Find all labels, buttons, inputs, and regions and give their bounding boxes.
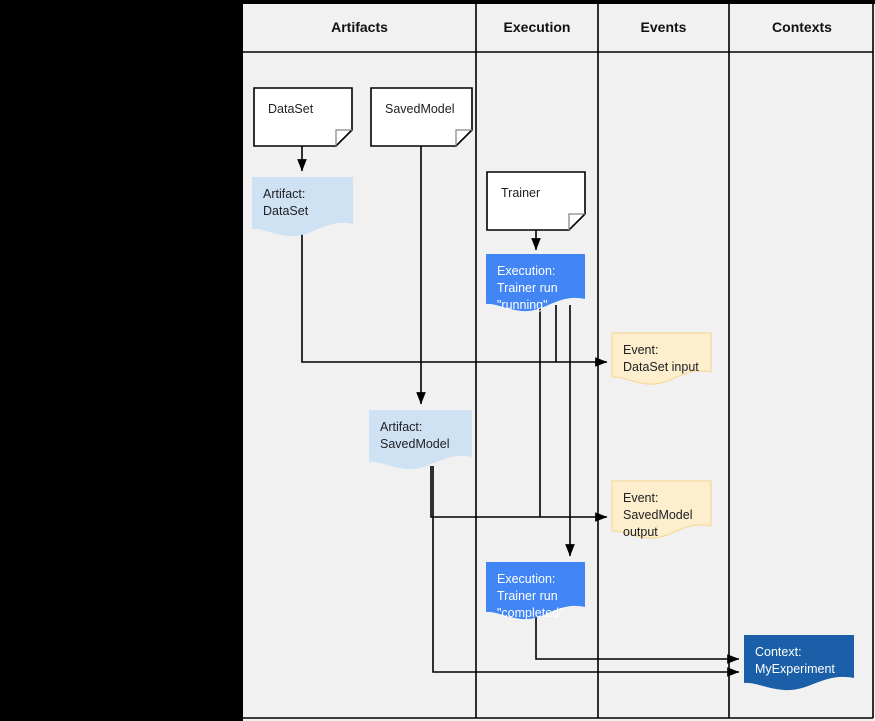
- edge-artifact-dataset-to-event-input: [301, 232, 608, 367]
- lane-title-contexts: Contexts: [772, 19, 832, 35]
- node-artifact-savedmodel[interactable]: Artifact: SavedModel: [369, 410, 472, 470]
- node-artifact-dataset[interactable]: Artifact: DataSet: [252, 177, 353, 237]
- node-event-dataset-input[interactable]: Event: DataSet input: [611, 332, 712, 385]
- edge-artifact-savedmodel-to-context: [432, 466, 740, 677]
- node-label-artifact-dataset: Artifact: DataSet: [263, 187, 309, 218]
- lane-title-events: Events: [640, 19, 687, 35]
- node-label-savedmodel-doc: SavedModel: [385, 102, 455, 116]
- lane-title-artifacts: Artifacts: [331, 19, 388, 35]
- node-label-dataset-doc: DataSet: [268, 102, 314, 116]
- node-execution-completed[interactable]: Execution: Trainer run "completed": [486, 562, 585, 620]
- node-savedmodel-doc[interactable]: SavedModel: [370, 87, 473, 147]
- node-event-savedmodel-output[interactable]: Event: SavedModel output: [611, 480, 712, 539]
- edge-group: [297, 146, 740, 677]
- node-label-context-myexperiment: Context: MyExperiment: [755, 645, 835, 676]
- lane-title-execution: Execution: [503, 19, 571, 35]
- node-label-event-dataset-input: Event: DataSet input: [623, 343, 699, 374]
- node-label-execution-running: Execution: Trainer run "running": [497, 264, 558, 312]
- node-context-myexperiment[interactable]: Context: MyExperiment: [744, 635, 854, 691]
- node-label-artifact-savedmodel: Artifact: SavedModel: [380, 420, 450, 451]
- edge-artifact-savedmodel-to-event-output: [430, 466, 608, 522]
- node-execution-running[interactable]: Execution: Trainer run "running": [486, 254, 585, 312]
- node-label-execution-completed: Execution: Trainer run "completed": [497, 572, 564, 620]
- node-dataset-doc[interactable]: DataSet: [253, 87, 353, 147]
- edge-execution-completed-to-context: [535, 617, 740, 664]
- node-label-trainer-doc: Trainer: [501, 186, 541, 200]
- node-trainer-doc[interactable]: Trainer: [486, 171, 586, 231]
- node-label-event-savedmodel-output: Event: SavedModel output: [623, 491, 693, 539]
